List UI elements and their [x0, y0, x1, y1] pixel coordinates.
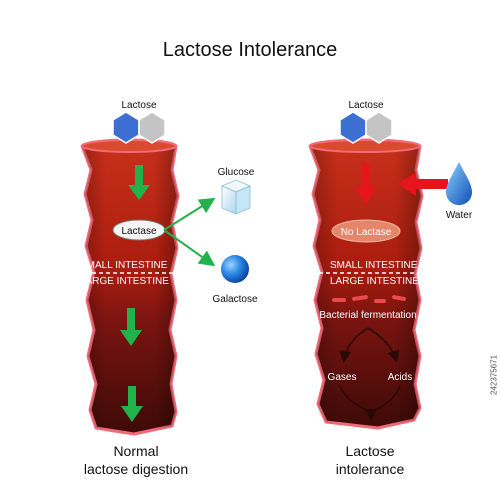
fermentation-label: Bacterial fermentation: [319, 310, 416, 321]
left-arrow-down-3: [121, 386, 143, 422]
left-caption-line1: Normal: [113, 443, 158, 459]
bacterium: [332, 298, 346, 302]
arrow-to-gases: [339, 327, 369, 363]
water-drop-icon: [446, 162, 472, 205]
left-caption-line2: lactose digestion: [84, 461, 188, 477]
left-large-intestine-label: LARGE INTESTINE: [80, 276, 169, 287]
left-lactose-label: Lactose: [121, 100, 156, 111]
left-arrow-down-1: [128, 165, 150, 200]
bacterium: [352, 295, 368, 301]
water-inflow-arrow: [398, 172, 448, 196]
left-hex-blue: [112, 111, 140, 144]
left-intestine-shade: [82, 140, 178, 434]
stock-id-strip: 242375671: [488, 250, 500, 500]
left-lactose-molecule: [112, 111, 166, 144]
right-hex-blue: [339, 111, 367, 144]
galactose-sphere-icon: [221, 255, 249, 283]
right-arrow-down: [355, 163, 377, 204]
left-hex-gray: [138, 111, 166, 144]
right-caption-line2: intolerance: [336, 461, 405, 477]
stock-id: 242375671: [489, 354, 499, 396]
bacteria-icons: [332, 295, 406, 303]
arrow-to-galactose: [163, 229, 216, 267]
arrow-to-glucose: [163, 197, 216, 231]
glucose-cube-icon: [220, 179, 252, 215]
right-lactose-label: Lactose: [348, 100, 383, 111]
right-lactose-molecule: [339, 111, 393, 144]
acids-label: Acids: [388, 372, 412, 383]
right-large-intestine-label: LARGE INTESTINE: [330, 276, 419, 287]
no-lactase-label: No Lactase: [341, 227, 392, 238]
right-small-intestine-label: SMALL INTESTINE: [330, 260, 418, 271]
arrow-to-acids: [367, 327, 400, 363]
right-hex-gray: [365, 111, 393, 144]
page-title: Lactose Intolerance: [163, 39, 338, 61]
glucose-label: Glucose: [218, 167, 255, 178]
water-label: Water: [446, 210, 473, 221]
right-intestine-opening: [309, 139, 421, 153]
right-caption-line1: Lactose: [345, 443, 394, 459]
galactose-label: Galactose: [212, 294, 257, 305]
lactase-label: Lactase: [121, 226, 156, 237]
bacterium: [392, 295, 406, 301]
gases-label: Gases: [328, 372, 357, 383]
bacterium: [374, 299, 386, 303]
left-small-intestine-label: SMALL INTESTINE: [80, 260, 168, 271]
left-arrow-down-2: [120, 308, 142, 346]
no-lactase-enzyme: [331, 219, 401, 243]
